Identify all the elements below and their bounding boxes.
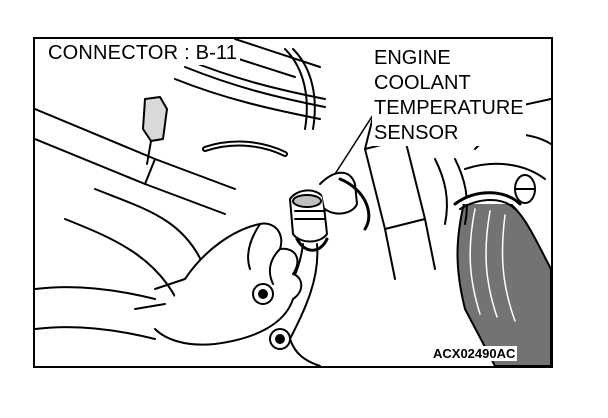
sensor-label-line-1: ENGINE — [374, 47, 451, 69]
sensor-label-line-3: TEMPERATURE — [374, 97, 524, 119]
sensor-label-line-2: COOLANT — [374, 72, 471, 94]
sensor-label-line-4: SENSOR — [374, 122, 459, 144]
engine-bay-illustration — [35, 39, 551, 366]
sensor-callout-label: ENGINE COOLANT TEMPERATURE SENSOR — [372, 46, 526, 146]
connector-label: CONNECTOR : B-11 — [46, 42, 241, 65]
figure-code: ACX02490AC — [431, 346, 518, 361]
